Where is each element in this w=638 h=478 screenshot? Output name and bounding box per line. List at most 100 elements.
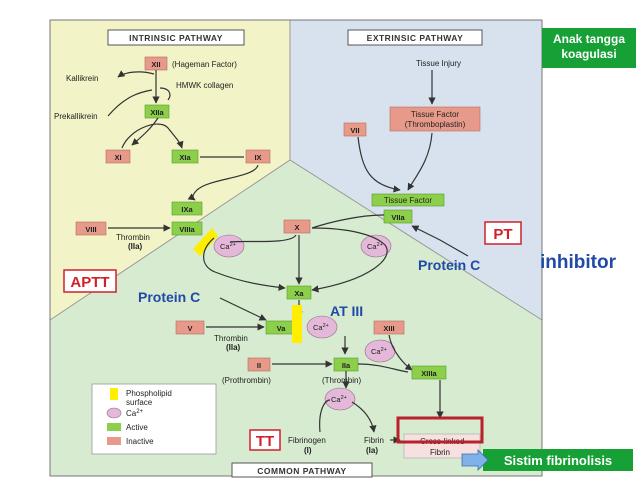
factor-viii-box: [75, 221, 107, 236]
thrombin-label-3: (Thrombin): [322, 376, 361, 385]
fibrinolysis-highlight-box: [396, 416, 484, 444]
factor-xa: Xa: [294, 289, 304, 298]
factor-x: X: [294, 223, 299, 232]
arrow-xi-xia: [121, 123, 184, 149]
calcium-label-5: Ca2+: [331, 395, 347, 404]
factor-xa-box: [286, 285, 312, 300]
thromboplastin-label: (Thromboplastin): [405, 120, 466, 129]
pt-test: PT: [484, 221, 522, 245]
arrow-x-intrinsic: [229, 234, 297, 243]
factor-v: V: [187, 324, 192, 333]
fibrinolysis-arrow-icon: [461, 449, 489, 471]
calcium-ion-1: [213, 234, 245, 258]
calcium-ion-2: [360, 234, 392, 258]
factor-x-box: [283, 219, 311, 234]
factor-iia: IIa: [342, 361, 351, 370]
arrow-fibrinogen: [319, 399, 331, 433]
legend-inactive-swatch: [107, 437, 121, 445]
factor-viia-box: [383, 209, 413, 224]
factor-va: Va: [277, 324, 287, 333]
calcium-label-1: Ca2+: [220, 242, 236, 251]
intrinsic-header: INTRINSIC PATHWAY: [107, 29, 245, 46]
calcium-ion-3: [306, 315, 338, 339]
factor-viii: VIII: [85, 225, 96, 234]
arrow-xiii-xiiia: [388, 334, 413, 371]
factor-viia: VIIa: [391, 213, 405, 222]
factor-xiii: XIII: [383, 324, 394, 333]
arrow-tf-viia: [407, 132, 433, 191]
cross-linked-fibrin-box: [403, 433, 481, 459]
svg-text:COMMON PATHWAY: COMMON PATHWAY: [257, 466, 346, 476]
tissue-factor-box: [389, 106, 481, 132]
cross-linked-fibrin-label: Fibrin: [430, 448, 450, 457]
factor-ix-box: [245, 149, 271, 164]
factor-ixa: IXa: [181, 205, 193, 214]
factor-xiii-box: [373, 320, 405, 335]
extrinsic-header: EXTRINSIC PATHWAY: [347, 29, 483, 46]
factor-viiia-box: [171, 221, 203, 236]
factor-xii: XII: [151, 60, 160, 69]
arrow-viia-x: [311, 214, 385, 229]
factor-viiia: VIIIa: [179, 225, 195, 234]
arrow-prekallikrein: [107, 89, 153, 117]
thrombin-label-1: Thrombin: [116, 233, 150, 242]
arrow-vii-viia: [357, 136, 401, 193]
prothrombin-label: (Prothrombin): [222, 376, 271, 385]
factor-ixa-box: [171, 201, 203, 216]
legend-active-swatch: [107, 423, 121, 431]
factor-xia-box: [171, 149, 199, 164]
calcium-label-4: Ca2+: [371, 347, 387, 356]
svg-text:Sistim fibrinolisis: Sistim fibrinolisis: [504, 453, 612, 468]
factor-xi: XI: [114, 153, 121, 162]
factor-xiia: XIIa: [150, 108, 164, 117]
iia-label-2: (IIa): [226, 343, 241, 352]
factor-xiia-box: [144, 104, 170, 119]
tt-test: TT: [249, 429, 281, 451]
thrombin-label-2: Thrombin: [214, 334, 248, 343]
svg-text:Anak tangga: Anak tangga: [553, 32, 625, 46]
factor-ix: IX: [254, 153, 261, 162]
phospholipid-surface-1: [193, 228, 218, 256]
factor-xiiia: XIIIa: [421, 369, 437, 378]
fibrin-label: Fibrin: [364, 436, 384, 445]
legend-phospholipid-swatch: [110, 388, 118, 400]
svg-text:EXTRINSIC PATHWAY: EXTRINSIC PATHWAY: [367, 33, 464, 43]
legend: Phospholipid surface Ca2+ Active Inactiv…: [91, 383, 217, 455]
factor-xiiia-box: [411, 365, 447, 380]
arrow-hmwk: [159, 87, 171, 101]
svg-text:PT: PT: [493, 226, 512, 243]
factor-xia: XIa: [179, 153, 191, 162]
svg-text:APTT: APTT: [70, 274, 109, 291]
calcium-label-3: Ca2+: [313, 323, 329, 332]
tissue-factor-active: Tissue Factor: [384, 196, 432, 205]
svg-text:TT: TT: [256, 433, 274, 450]
hmwk-label: HMWK collagen: [176, 81, 233, 90]
calcium-label-2: Ca2+: [367, 242, 383, 251]
tissue-factor-active-box: [371, 193, 445, 207]
fibrinolysis-callout: Sistim fibrinolisis: [483, 449, 633, 471]
legend-surface: surface: [126, 398, 153, 407]
arrow-iia-xiii: [357, 363, 409, 373]
arrow-tenase-intrinsic: [203, 237, 286, 291]
svg-text:koagulasi: koagulasi: [561, 47, 616, 61]
arrow-protein-c-right: [411, 225, 469, 257]
factor-v-box: [175, 320, 205, 335]
protein-c-left: Protein C: [138, 289, 200, 305]
legend-phospholipid: Phospholipid: [126, 389, 172, 398]
tissue-factor-label: Tissue Factor: [411, 110, 459, 119]
common-header: COMMON PATHWAY: [231, 462, 373, 478]
anak-tangga-callout: Anak tangga koagulasi: [542, 28, 636, 68]
arrow-ix-ixa: [187, 164, 259, 201]
fibrin-ia: (Ia): [366, 446, 378, 455]
arrow-kallikrein: [117, 70, 155, 78]
protein-c-right: Protein C: [418, 257, 480, 273]
at3-label: AT III: [330, 303, 363, 319]
phospholipid-surface-2: [292, 305, 302, 343]
factor-vii-box: [343, 122, 367, 137]
arrow-tenase-extrinsic: [311, 227, 388, 293]
fibrinogen-label: Fibrinogen: [288, 436, 326, 445]
fibrinogen-i: (I): [304, 446, 312, 455]
aptt-test: APTT: [63, 269, 117, 293]
